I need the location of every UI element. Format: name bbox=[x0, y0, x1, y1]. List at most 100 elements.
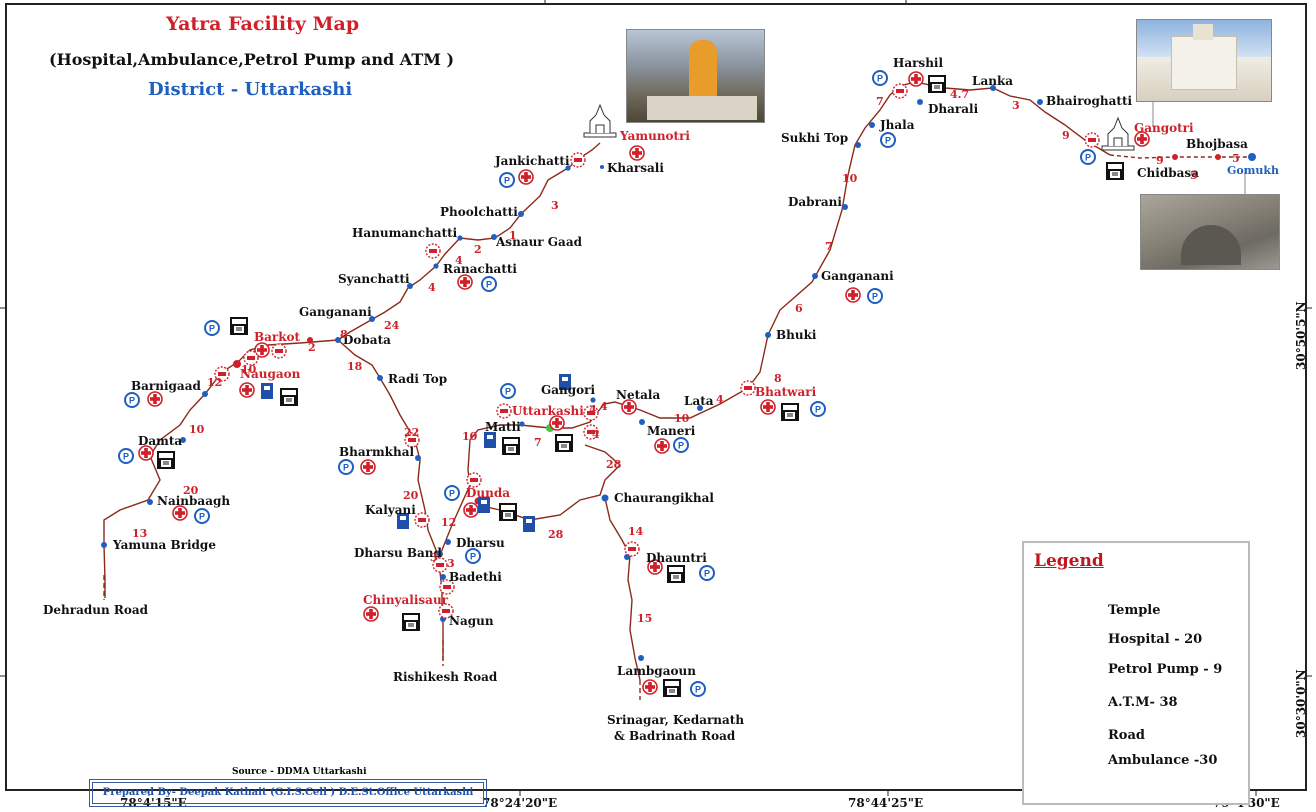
place-gangotri: Gangotri bbox=[1134, 121, 1194, 135]
place-chaurangikhal: Chaurangikhal bbox=[614, 491, 714, 505]
place-matli: Matli bbox=[485, 420, 521, 434]
distance-label: 10 bbox=[241, 363, 257, 376]
distance-label: 3 bbox=[430, 551, 438, 564]
distance-label: 20 bbox=[183, 484, 199, 497]
distance-label: 2 bbox=[474, 243, 482, 256]
legend-row-petrol: Petrol Pump - 9 bbox=[1034, 658, 1244, 684]
distance-label: 4 bbox=[716, 393, 724, 406]
distance-label: 13 bbox=[132, 527, 148, 540]
place-dobata: Dobata bbox=[343, 333, 391, 347]
place-lambgaoun: Lambgaoun bbox=[617, 664, 696, 678]
place-bhojbasa: Bhojbasa bbox=[1186, 137, 1248, 151]
place-chidbasa: Chidbasa bbox=[1137, 166, 1199, 180]
distance-label: 3 bbox=[447, 557, 455, 570]
place-dhauntri: Dhauntri bbox=[646, 551, 707, 565]
place-jankichatti: Jankichatti bbox=[495, 154, 570, 168]
place-bhuki: Bhuki bbox=[776, 328, 817, 342]
place-barkot: Barkot bbox=[254, 330, 301, 344]
gangotri-temple-photo bbox=[1136, 19, 1272, 102]
distance-label: 12 bbox=[441, 516, 457, 529]
road-dobata-radi bbox=[337, 339, 444, 660]
place-naugaon: Naugaon bbox=[240, 367, 301, 381]
distance-label: 10 bbox=[674, 412, 690, 425]
road-dharsu-uttarkashi bbox=[439, 81, 1111, 556]
road-yamunotri bbox=[337, 142, 601, 341]
distance-label: 4 bbox=[455, 254, 463, 267]
distance-label: 14 bbox=[628, 525, 644, 538]
place-ganganani-west: Ganganani bbox=[299, 305, 372, 319]
place-bhairoghatti: Bhairoghatti bbox=[1046, 94, 1133, 108]
distance-label: 5 bbox=[1232, 152, 1240, 165]
place-srinagar-road-1: Srinagar, Kedarnath bbox=[607, 713, 745, 727]
place-lanka: Lanka bbox=[972, 74, 1014, 88]
place-badethi: Badethi bbox=[449, 570, 502, 584]
legend-atm-label: A.T.M- 38 bbox=[1108, 695, 1178, 710]
place-dharsu-band: Dharsu Band bbox=[354, 546, 442, 560]
road-chaurangi-lambgaoun bbox=[604, 497, 641, 681]
lat-label-1: 30°50'5"N bbox=[1294, 301, 1308, 370]
place-sukhi-top: Sukhi Top bbox=[781, 131, 849, 145]
legend-hospital-label: Hospital - 20 bbox=[1108, 632, 1203, 647]
distance-label: 4 bbox=[428, 281, 436, 294]
place-ganganani-east: Ganganani bbox=[821, 269, 894, 283]
place-gomukh: Gomukh bbox=[1227, 164, 1279, 177]
legend-row-hospital: Hospital - 20 bbox=[1034, 628, 1244, 654]
legend-row-temple: Temple bbox=[1034, 599, 1244, 625]
district-title: District - Uttarkashi bbox=[148, 79, 353, 100]
place-bharmkhal: Bharmkhal bbox=[339, 445, 415, 459]
place-radi-top: Radi Top bbox=[388, 372, 448, 386]
distance-label: 7 bbox=[534, 436, 542, 449]
distance-label: 2 bbox=[308, 341, 316, 354]
place-jhala: Jhala bbox=[880, 118, 915, 132]
distance-label: 28 bbox=[606, 458, 622, 471]
legend-title: Legend bbox=[1034, 551, 1104, 571]
place-dharsu: Dharsu bbox=[456, 536, 505, 550]
prepared-by-box: Prepared By- Deepak Kathait (G.I.S.Cell … bbox=[89, 779, 487, 807]
place-harshil: Harshil bbox=[893, 56, 944, 70]
distance-label: 20 bbox=[403, 489, 419, 502]
distance-label: 10 bbox=[189, 423, 205, 436]
legend-box: Legend Temple Hospital - 20 Petrol Pump … bbox=[1022, 541, 1250, 805]
distance-label: 3 bbox=[551, 199, 559, 212]
place-netala: Netala bbox=[616, 388, 661, 402]
legend-petrol-label: Petrol Pump - 9 bbox=[1108, 662, 1223, 677]
gomukh-glacier-photo bbox=[1140, 194, 1280, 270]
map-title: Yatra Facility Map bbox=[166, 13, 360, 35]
distance-label: 3 bbox=[1012, 99, 1020, 112]
distance-label: 6 bbox=[795, 302, 803, 315]
legend-ambulance-label: Ambulance -30 bbox=[1108, 753, 1218, 768]
place-rishikesh-road: Rishikesh Road bbox=[393, 670, 498, 684]
place-maneri: Maneri bbox=[647, 424, 696, 438]
distance-label: 28 bbox=[548, 528, 564, 541]
settlement-dots bbox=[101, 85, 1256, 661]
road-gangotri-gomukh bbox=[1109, 154, 1252, 159]
fuel-station-icons bbox=[261, 374, 571, 532]
distance-label: 7 bbox=[825, 240, 833, 253]
place-hanumanchatti: Hanumanchatti bbox=[352, 226, 458, 240]
place-dharali: Dharali bbox=[928, 102, 979, 116]
distance-label: 4 bbox=[600, 400, 608, 413]
map-subtitle: (Hospital,Ambulance,Petrol Pump and ATM … bbox=[49, 50, 455, 69]
distance-label: 8 bbox=[340, 328, 348, 341]
legend-row-road: Road bbox=[1034, 724, 1244, 750]
place-chinyalisaur: Chinyalisaur bbox=[363, 593, 449, 607]
place-uttarkashi: Uttarkashi bbox=[512, 404, 584, 418]
place-srinagar-road-2: & Badrinath Road bbox=[614, 729, 736, 743]
place-dunda: Dunda bbox=[466, 486, 511, 500]
distance-label: 8 bbox=[774, 372, 782, 385]
place-damta: Damta bbox=[138, 434, 183, 448]
distance-label: 10 bbox=[462, 430, 478, 443]
distance-label: 5 bbox=[1190, 169, 1198, 182]
place-dehradun-road: Dehradun Road bbox=[43, 603, 149, 617]
place-nagun: Nagun bbox=[449, 614, 494, 628]
place-asnaur-gaad: Asnaur Gaad bbox=[496, 235, 582, 249]
distance-label: 4 bbox=[589, 403, 597, 416]
distance-label: 4 bbox=[592, 428, 600, 441]
distance-label: 9 bbox=[1156, 154, 1164, 167]
place-ranachatti: Ranachatti bbox=[443, 262, 517, 276]
distance-label: 9 bbox=[1062, 129, 1070, 142]
lat-label-2: 30°30'0"N bbox=[1294, 669, 1308, 738]
yamunotri-temple-photo bbox=[626, 29, 765, 123]
legend-temple-label: Temple bbox=[1108, 603, 1161, 618]
place-yamunotri: Yamunotri bbox=[620, 129, 690, 143]
